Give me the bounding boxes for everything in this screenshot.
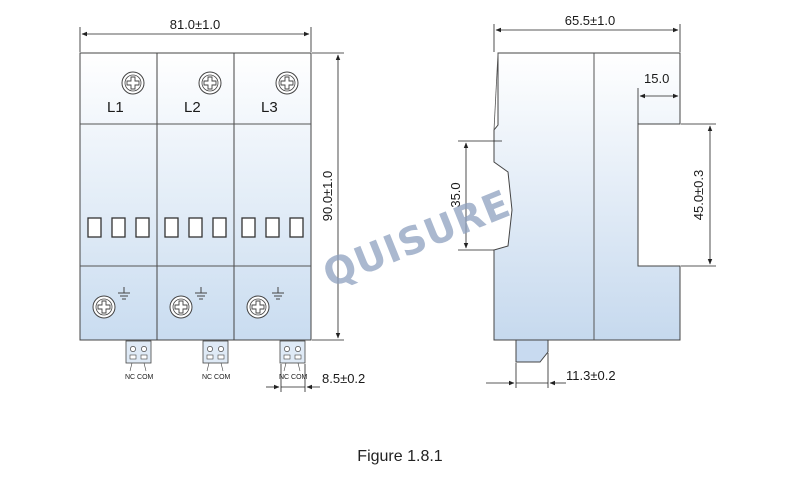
top-screw-icon — [275, 71, 299, 95]
remote-signal-terminals: NC COM NC COM NC COM — [125, 340, 308, 381]
front-height-dimension-label: 45.0±0.3 — [691, 170, 706, 221]
side-body-outline — [493, 52, 681, 341]
ground-terminal-group — [92, 287, 284, 319]
step-dimension-label: 15.0 — [644, 71, 669, 86]
rail-height-dimension-label: 35.0 — [448, 182, 463, 207]
watermark-logo: QUISURE — [317, 181, 517, 296]
width-dimension-label: 81.0±1.0 — [170, 17, 221, 32]
terminal-label: NC COM — [125, 374, 154, 381]
depth-dimension-label: 65.5±1.0 — [565, 13, 616, 28]
terminal-width-dimension: 8.5±0.2 — [266, 364, 365, 392]
terminal-label: NC COM — [202, 374, 231, 381]
front-view: L1 L2 L3 — [79, 17, 365, 392]
pole-module-l3 — [233, 52, 312, 341]
rail-height-dimension: 35.0 — [448, 140, 502, 251]
terminal-width-label: 8.5±0.2 — [322, 371, 365, 386]
pole-label: L2 — [184, 99, 201, 116]
step-dimension: 15.0 — [637, 71, 679, 124]
pole-module-l1 — [79, 52, 158, 341]
height-dimension-label: 90.0±1.0 — [320, 171, 335, 222]
width-dimension: 81.0±1.0 — [79, 17, 312, 52]
pole-label: L1 — [107, 99, 124, 116]
bottom-screw-icon — [92, 295, 116, 319]
top-screw-icon — [198, 71, 222, 95]
front-height-dimension: 45.0±0.3 — [681, 123, 716, 267]
depth-dimension: 65.5±1.0 — [493, 13, 681, 52]
bottom-screw-icon — [246, 295, 270, 319]
indicator-windows — [87, 217, 304, 238]
height-dimension: 90.0±1.0 — [312, 52, 344, 341]
foot-width-dimension: 11.3±0.2 — [486, 353, 616, 388]
pole-module-l2 — [156, 52, 235, 341]
terminal-label: NC COM — [279, 374, 308, 381]
side-top-edge — [493, 52, 499, 131]
foot-width-label: 11.3±0.2 — [566, 368, 616, 383]
ground-symbol-icon — [118, 287, 284, 300]
pole-label: L3 — [261, 99, 278, 116]
top-screw-icon — [121, 71, 145, 95]
side-view: 65.5±1.0 15.0 45.0±0.3 35.0 — [448, 13, 716, 388]
bottom-screw-icon — [169, 295, 193, 319]
figure-caption: Figure 1.8.1 — [357, 448, 443, 465]
din-rail-clip — [515, 339, 549, 363]
